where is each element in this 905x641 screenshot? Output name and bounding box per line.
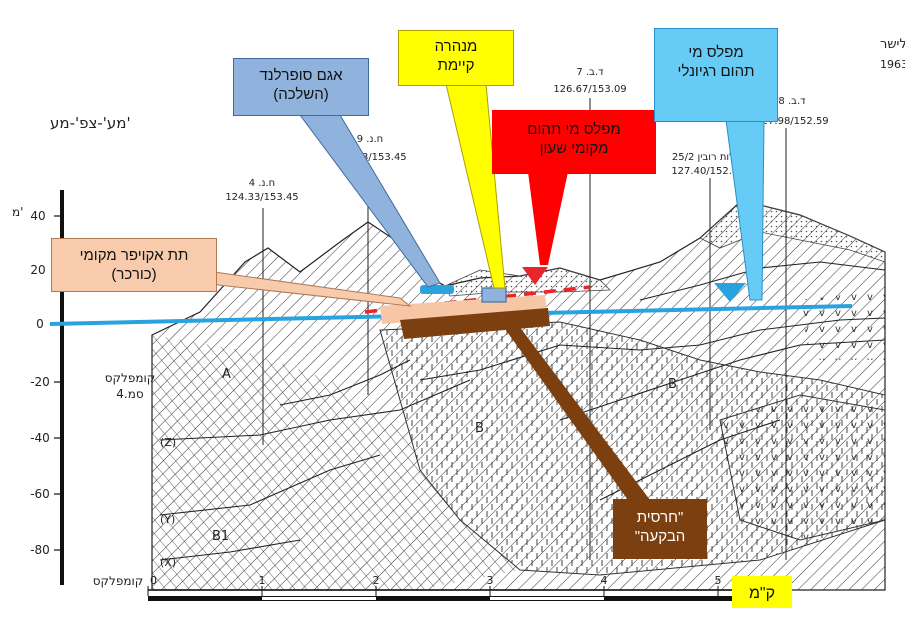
layer-label-a: A: [222, 367, 231, 382]
layer-label-y: (Y): [160, 513, 175, 526]
regional-water-callout: מפלס מי תהום רגיונלי: [654, 28, 778, 122]
contact-line: [159, 454, 381, 516]
local-water-table: [364, 285, 591, 314]
section-title: מע'-צפ'-מע': [50, 114, 131, 132]
lake-shape: [420, 285, 454, 294]
contact-lines: [159, 261, 886, 561]
depth-unit: מ': [12, 205, 23, 219]
well-name: 8 .ד.ב: [778, 96, 806, 107]
depth-tick-minus20: -20: [30, 375, 50, 389]
contact-line: [159, 539, 301, 561]
well-name: 4 .ח.נ: [249, 178, 275, 189]
depth-tick-minus80: -80: [30, 543, 50, 557]
distance-scale: 0 1 2 3 4 5: [147, 574, 758, 601]
layer-label-b: B: [475, 421, 484, 436]
contact-line: [419, 317, 886, 381]
well-name: 9 .ח.נ: [357, 134, 383, 145]
lake-callout-line1: אגם סופרלנד: [259, 67, 343, 84]
contact-line: [159, 379, 471, 441]
lake-callout-line2: (השלכה): [273, 86, 329, 103]
well-coords: 127.98/152.59: [755, 116, 828, 127]
distance-tick-1: 1: [259, 574, 266, 587]
regional-water-callout-line1: מפלס מי: [688, 44, 744, 61]
depth-tick-40: 40: [30, 209, 45, 223]
well-coords: 126.67/153.09: [553, 84, 626, 95]
layer-label-b1: B1: [212, 529, 229, 544]
well-coords: 127.40/152.64: [671, 166, 744, 177]
distance-unit-box: [732, 576, 792, 608]
distance-tick-2: 2: [373, 574, 380, 587]
local-water-callout: מפלס מי תהום מקומי שעון: [492, 110, 656, 174]
distance-tick-3: 3: [487, 574, 494, 587]
tunnel-callout-line2: קיימת: [437, 57, 475, 74]
author-label: ע. פלישר: [880, 37, 905, 52]
formation-left-label: קומפלקס: [105, 371, 156, 385]
aquitard-callout-line1: תת אקויפר מקומי: [79, 247, 189, 264]
depth-tick-20: 20: [30, 263, 45, 277]
distance-unit: ק"מ: [749, 585, 775, 602]
clay-callout: "חרסית הבקעה": [613, 499, 707, 559]
contact-line: [279, 359, 411, 406]
tunnel-callout: מנהרה קיימת: [398, 30, 514, 86]
clay-pointer: [500, 322, 650, 500]
depth-tick-minus40: -40: [30, 431, 50, 445]
date-label: פברואר 1963: [880, 58, 905, 71]
local-water-marker: [522, 267, 548, 285]
depth-axis: מ' 40 20 0 -20 -40 -60 -80: [12, 190, 64, 585]
regional-water-callout-line2: תהום רגיונלי: [677, 63, 755, 80]
lake-callout: אגם סופרלנד (השלכה): [233, 58, 369, 116]
scale-bar: [148, 596, 758, 601]
strata-volcanic: [719, 394, 886, 541]
aquitard-callout: תת אקויפר מקומי (כורכר): [51, 238, 217, 292]
formation-bottom-label: קומפלקס: [93, 574, 144, 588]
distance-scale-ticks: [147, 586, 719, 596]
depth-axis-bar: [60, 190, 64, 585]
well-name: 25/2 חולות רובין: [672, 152, 744, 163]
clay-callout-line2: הבקעה": [634, 528, 686, 545]
formation-left-sublabel: 4.סמ: [116, 387, 144, 401]
clay-callout-line1: "חרסית: [636, 509, 684, 526]
local-water-callout-line2: מקומי שעון: [539, 140, 609, 157]
distance-tick-4: 4: [601, 574, 608, 587]
layer-label-x: (X): [160, 556, 176, 569]
strata-cross: [152, 335, 520, 590]
well-lines: [262, 98, 787, 560]
layer-label-z: (Z): [160, 436, 176, 449]
well-coords: 124.33/153.45: [225, 192, 298, 203]
aquitard-callout-line2: (כורכר): [111, 266, 157, 283]
layer-label-b-right: B: [668, 377, 677, 392]
tunnel-callout-line1: מנהרה: [434, 38, 478, 55]
depth-tick-0: 0: [36, 317, 44, 331]
clay-band: [400, 308, 550, 339]
regional-water-marker: [714, 283, 746, 302]
tunnel-shape: [481, 287, 507, 303]
well-name: 7 .ד.ב: [576, 67, 604, 78]
scale-bar-gap: [490, 597, 604, 600]
scale-bar-gap: [262, 597, 376, 600]
well-coords: 125.33/153.45: [333, 152, 406, 163]
distance-tick-5: 5: [715, 574, 722, 587]
local-water-pointer: [528, 172, 568, 265]
distance-tick-0: 0: [150, 574, 157, 587]
strata-right-vees: [800, 290, 885, 360]
depth-tick-minus60: -60: [30, 487, 50, 501]
local-water-callout-line1: מפלס מי תהום: [527, 121, 621, 138]
